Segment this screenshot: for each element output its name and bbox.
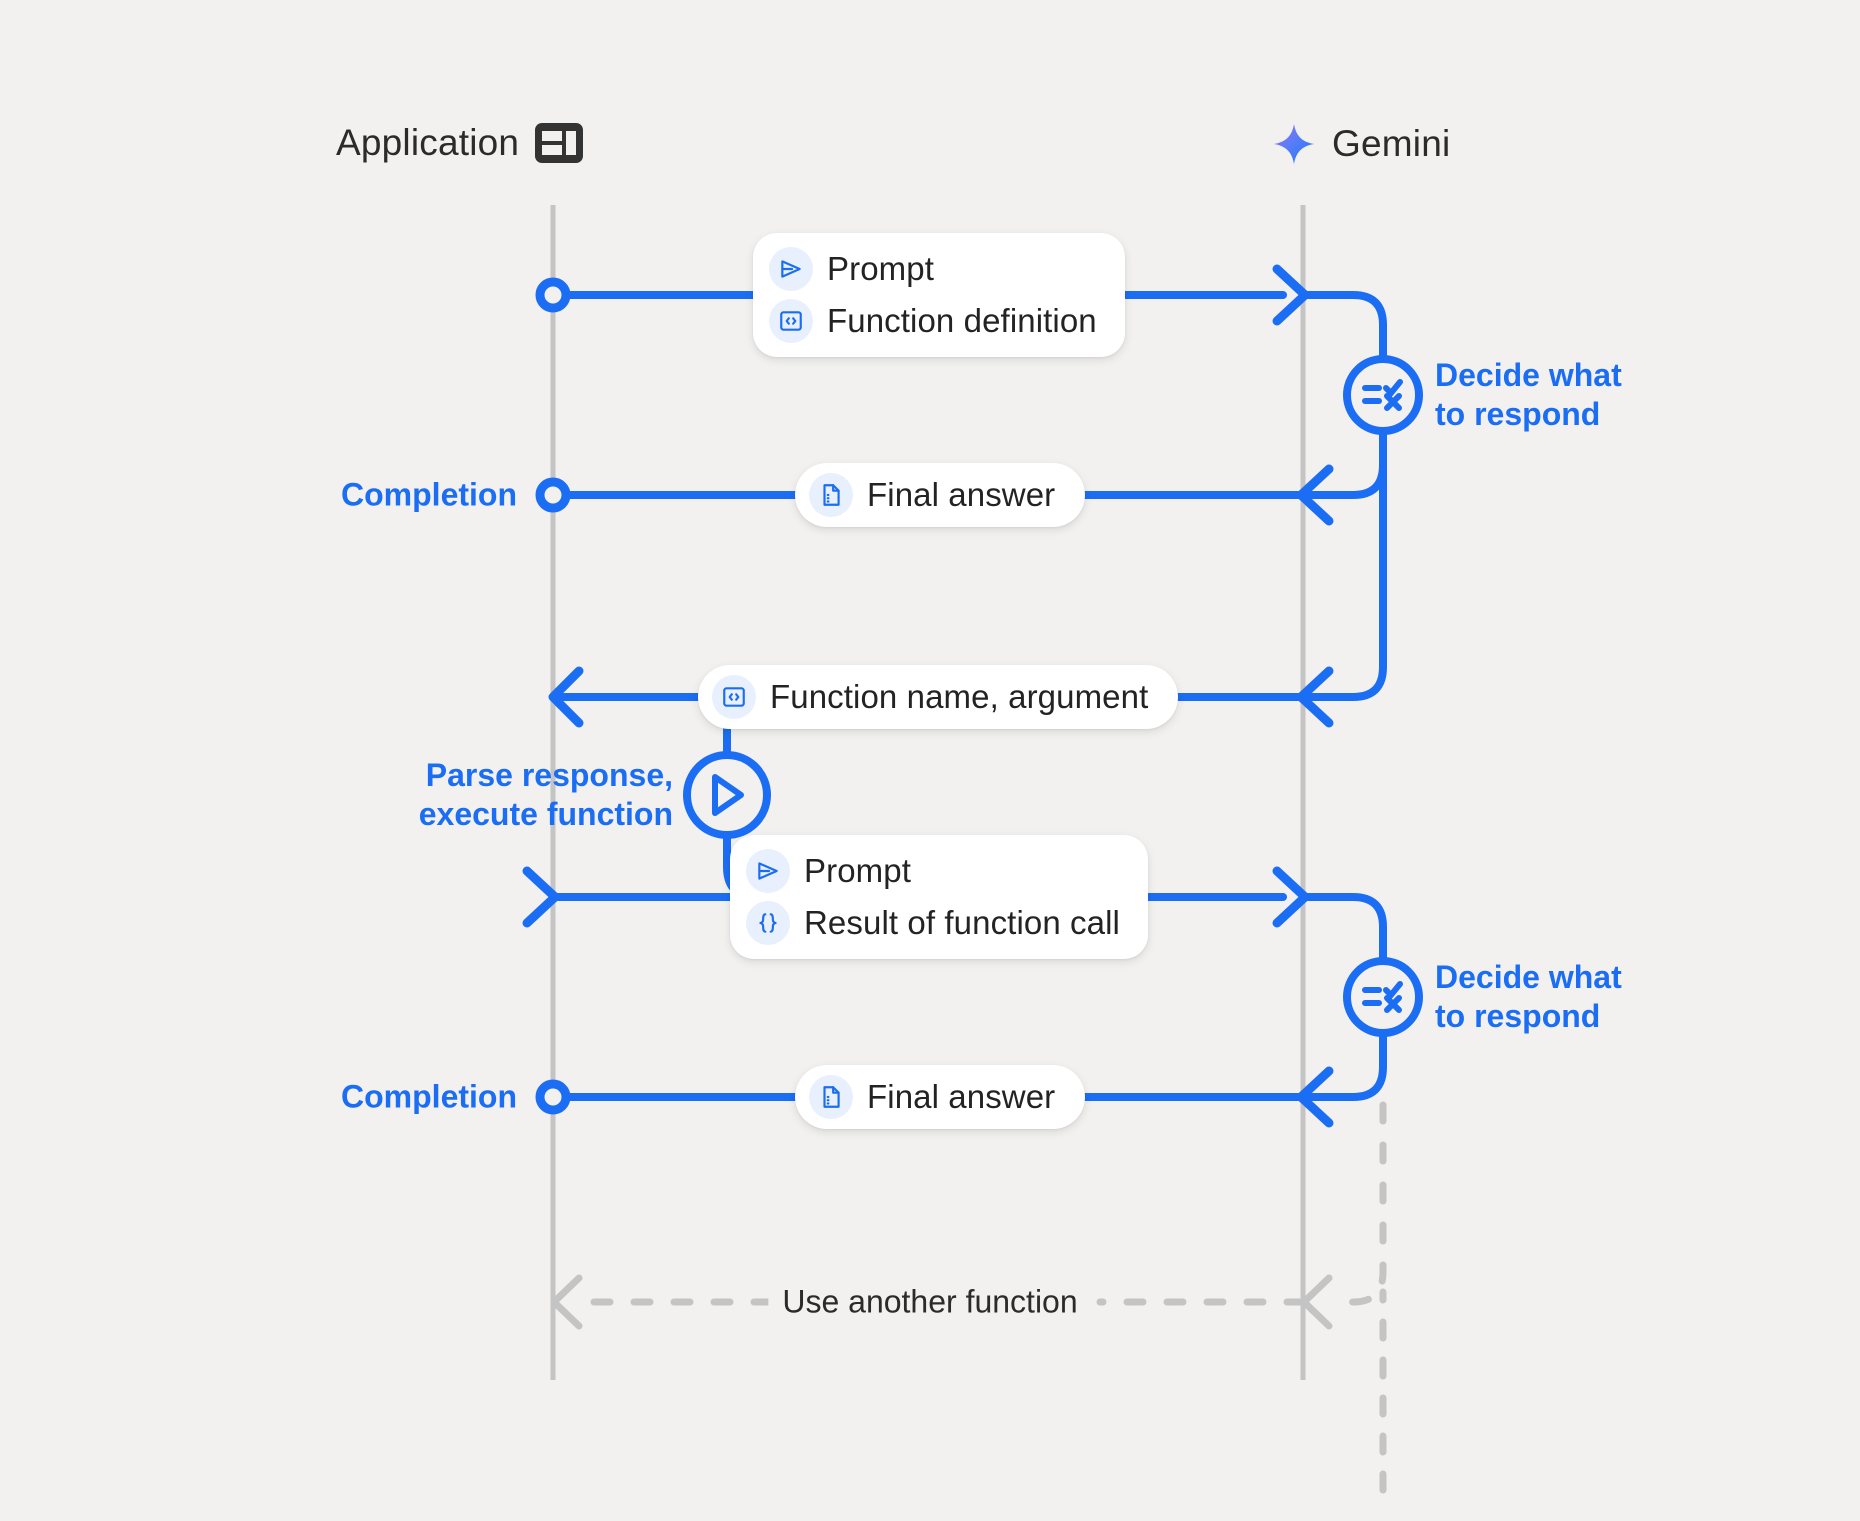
message-row-prompt: Prompt [746,849,1120,893]
message-row-final-answer: Final answer [809,473,1055,517]
code-brackets-box-icon [712,675,756,719]
message-label: Function name, argument [770,678,1149,715]
lane-header-gemini: Gemini [1272,122,1450,166]
message-label: Final answer [867,1078,1056,1115]
message-card-response-2[interactable]: Final answer [795,1065,1086,1129]
send-icon [746,849,790,893]
endpoint-label-completion-1: Completion [341,476,517,513]
flow-function-call [1301,427,1387,701]
message-label: Prompt [804,852,911,889]
loop-label-use-another-function: Use another function [768,1283,1092,1321]
flow-request-2-turn [1299,893,1387,961]
endpoint-start [535,277,571,313]
message-row-prompt: Prompt [769,247,1097,291]
message-row-function-name: Function name, argument [712,675,1148,719]
message-card-request-2[interactable]: Prompt Result of function call [730,835,1148,959]
arrowhead-request-1 [1272,264,1310,326]
node-label-parse-execute: Parse response, execute function [418,756,673,832]
send-icon [769,247,813,291]
document-icon [809,1075,853,1119]
app-layout-icon [535,123,584,163]
message-label: Prompt [827,250,934,287]
lane-label-gemini: Gemini [1332,123,1451,164]
node-label-decide-1: Decide what to respond [1435,356,1622,432]
message-card-request-1[interactable]: Prompt Function definition [753,233,1125,357]
message-row-function-definition: Function definition [769,299,1097,343]
curly-braces-icon [746,901,790,945]
message-label: Final answer [867,476,1056,513]
endpoint-completion-2 [535,1079,571,1115]
arrowhead-request-2-gemini [1272,866,1310,928]
arrowhead-loop-left [550,1274,583,1330]
arrowhead-response-1 [1296,464,1334,526]
lane-label-application: Application [336,122,520,163]
message-row-result-of-function-call: Result of function call [746,901,1120,945]
gemini-sparkle-icon [1273,123,1315,165]
endpoint-label-completion-2: Completion [341,1078,517,1115]
flow-request-1-turn [1299,291,1387,359]
loop-dashed-down [1325,1101,1387,1306]
document-icon [809,473,853,517]
message-card-response-1[interactable]: Final answer [795,463,1086,527]
message-row-final-answer: Final answer [809,1075,1055,1119]
rule-checklist-icon [1362,379,1403,411]
arrowhead-function-call-gemini [1296,666,1334,728]
rule-checklist-icon [1362,981,1403,1013]
endpoint-completion-1 [535,477,571,513]
node-label-decide-2: Decide what to respond [1435,958,1622,1034]
message-card-function-call[interactable]: Function name, argument [698,665,1179,729]
play-triangle-icon [712,774,744,816]
message-label: Result of function call [804,904,1120,941]
message-label: Function definition [827,302,1097,339]
arrowhead-response-2 [1296,1066,1334,1128]
lane-header-application: Application [336,122,584,164]
code-brackets-box-icon [769,299,813,343]
arrowhead-request-2-app [522,866,560,928]
flow-response-2 [1301,1029,1387,1101]
